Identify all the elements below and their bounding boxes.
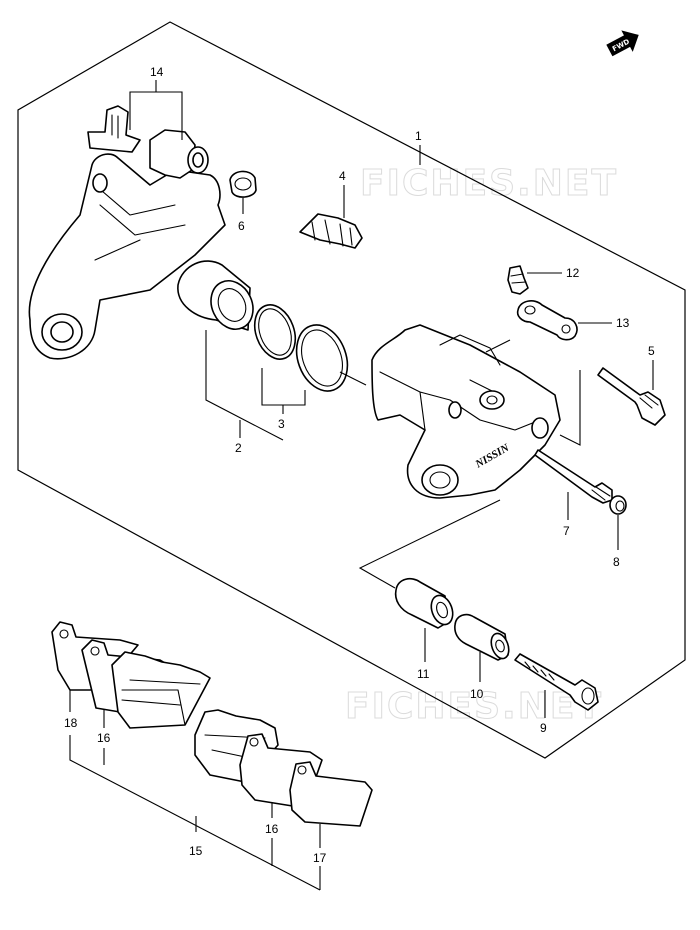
leader-axis	[339, 371, 367, 386]
bleeder-screw-part	[507, 265, 529, 295]
boot-part	[229, 170, 257, 198]
callout-16b: 16	[265, 822, 279, 836]
callout-15: 15	[189, 844, 203, 858]
callout-14: 14	[150, 65, 164, 79]
leader-2	[205, 330, 284, 441]
callout-13: 13	[616, 316, 630, 330]
callout-6: 6	[238, 219, 245, 233]
callout-12: 12	[566, 266, 580, 280]
leader-axis-5	[559, 370, 581, 446]
callout-2: 2	[235, 441, 242, 455]
caliper-bracket	[28, 105, 226, 360]
bolt-part	[514, 653, 599, 711]
leader-3	[261, 368, 306, 406]
callout-11: 11	[417, 667, 430, 681]
watermark-top: FICHES.NET	[360, 163, 618, 204]
callout-17: 17	[313, 851, 327, 865]
callout-8: 8	[613, 555, 620, 569]
callout-10: 10	[470, 687, 484, 701]
callout-9: 9	[540, 721, 547, 735]
callout-4: 4	[339, 169, 346, 183]
brake-pads-group	[51, 621, 373, 827]
leader-15	[69, 735, 321, 891]
washer-bracket-part	[516, 300, 578, 341]
callout-1: 1	[415, 129, 422, 143]
callout-5: 5	[648, 344, 655, 358]
leader-axis-lower	[358, 499, 501, 589]
pin-plug-part	[609, 495, 627, 515]
callout-7: 7	[563, 524, 570, 538]
pin-bolt-part	[597, 367, 666, 426]
pad-spring-part	[299, 213, 363, 249]
watermark-bottom: FICHES.NET	[345, 686, 603, 727]
sleeve-part	[394, 577, 454, 629]
caliper-body: NISSIN	[371, 324, 561, 499]
callout-18: 18	[64, 716, 78, 730]
piston-part	[177, 260, 254, 331]
collar-part	[454, 613, 510, 661]
pad-pin-part	[534, 449, 613, 504]
callout-3: 3	[278, 417, 285, 431]
leader-axis-bleeder	[485, 339, 511, 353]
assembly-frame	[17, 21, 686, 759]
watermark-group: FICHES.NET FICHES.NET	[345, 163, 618, 728]
fwd-arrow-icon: FWD	[606, 30, 639, 57]
callout-16a: 16	[97, 731, 111, 745]
piston-seals-part	[253, 304, 349, 392]
